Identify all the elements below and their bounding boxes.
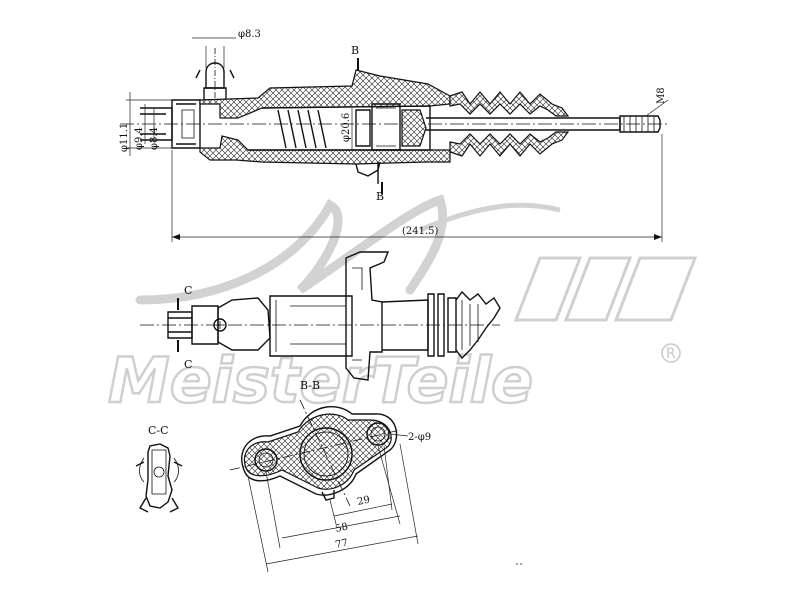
dim-phi-8-3: φ8.3	[238, 29, 261, 40]
cylinder-exterior-view: C C	[140, 251, 501, 381]
piston	[355, 103, 427, 151]
inlet-fitting	[195, 48, 235, 101]
dim-overall-length: (241.5)	[402, 226, 439, 237]
dim-phi-20-6: φ20.6	[341, 113, 352, 142]
top-dimensions: φ8.3 B B M8 φ11.1 φ9.4 φ8.4 φ20.6 (241.5…	[119, 29, 669, 242]
watermark-registered-mark: R	[666, 346, 676, 362]
dim-58: 58	[334, 522, 349, 535]
dim-holes: 2-φ9	[408, 432, 431, 443]
push-rod	[426, 115, 661, 133]
section-c-marker-top: C	[184, 284, 192, 297]
section-b-marker-top: B	[351, 44, 359, 57]
section-bb-title: B-B	[300, 379, 320, 392]
section-cc-title: C-C	[148, 424, 169, 437]
dim-29: 29	[356, 495, 371, 508]
dim-phi-8-4: φ8.4	[149, 127, 160, 150]
section-cc-view: C-C	[135, 424, 183, 513]
dust-boot-top	[449, 91, 570, 117]
return-spring	[277, 109, 327, 149]
dim-77: 77	[334, 538, 349, 551]
dim-thread-m8: M8	[656, 87, 667, 104]
dim-phi-11-1: φ11.1	[119, 123, 130, 152]
watermark-brand-text: MeisterTeile	[108, 344, 533, 417]
section-c-marker-bottom: C	[184, 358, 192, 371]
dim-phi-9-4: φ9.4	[134, 127, 145, 150]
watermark-logo-swoosh	[135, 194, 698, 322]
section-bb-dimensions: 2-φ9 29 58 77	[247, 432, 522, 573]
watermark-registered-circle	[661, 343, 681, 363]
dust-boot-bottom	[449, 131, 570, 157]
section-b-marker-bottom: B	[376, 190, 384, 203]
section-bb-view: B-B	[229, 379, 401, 507]
cylinder-section-view	[120, 48, 668, 184]
watermark-stripes	[513, 256, 698, 322]
